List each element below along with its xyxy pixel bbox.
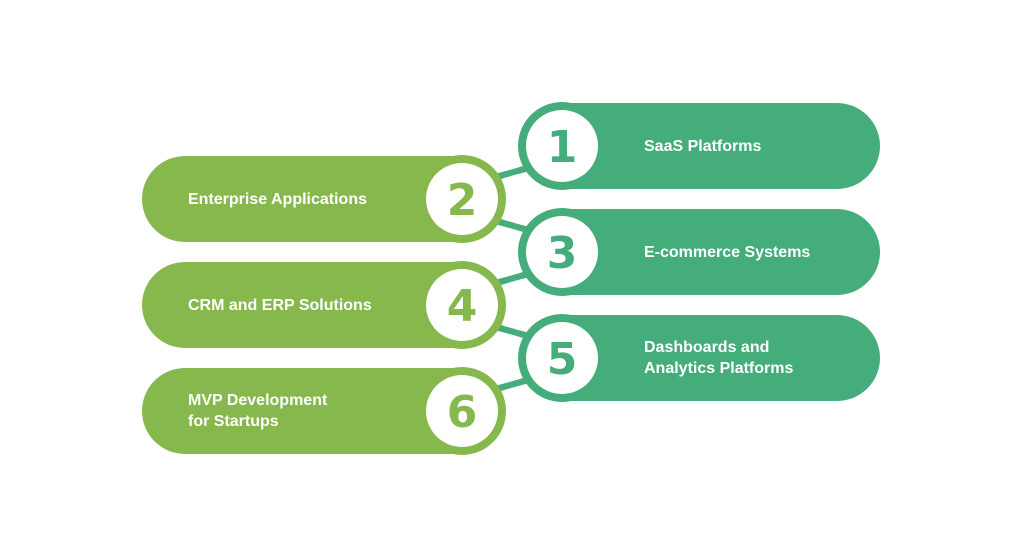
number-disc (526, 216, 598, 288)
item-label-mvp: MVP Development for Startups (188, 368, 327, 454)
number-disc (426, 375, 498, 447)
step-number: 3 (547, 228, 578, 279)
item-label-enterprise: Enterprise Applications (188, 156, 367, 242)
item-label-crm-erp: CRM and ERP Solutions (188, 262, 372, 348)
left-pill (142, 368, 466, 454)
number-disc (526, 110, 598, 182)
step-number: 6 (447, 387, 478, 438)
label-line: MVP Development (188, 392, 328, 409)
number-circle-layer: 1 2 3 4 5 6 (418, 102, 606, 455)
label-line: Dashboards and (644, 339, 770, 356)
number-disc (426, 269, 498, 341)
step-number: 4 (447, 281, 478, 332)
left-pill (142, 262, 466, 348)
left-pill (142, 156, 466, 242)
step-number: 5 (547, 334, 578, 385)
number-disc (526, 322, 598, 394)
right-pill (560, 315, 880, 401)
label-line: E-commerce Systems (644, 243, 811, 261)
item-label-saas: SaaS Platforms (644, 103, 761, 189)
step-number: 1 (547, 122, 578, 173)
label-line: Analytics Platforms (644, 360, 794, 377)
pill-layer (142, 103, 880, 454)
right-pill (560, 103, 880, 189)
label-line: SaaS Platforms (644, 137, 762, 155)
right-pill (560, 209, 880, 295)
item-label-ecommerce: E-commerce Systems (644, 209, 810, 295)
label-line: Enterprise Applications (188, 190, 367, 208)
label-line: for Startups (188, 413, 279, 430)
label-line: CRM and ERP Solutions (188, 296, 372, 314)
step-number: 2 (447, 175, 478, 226)
number-disc (426, 163, 498, 235)
